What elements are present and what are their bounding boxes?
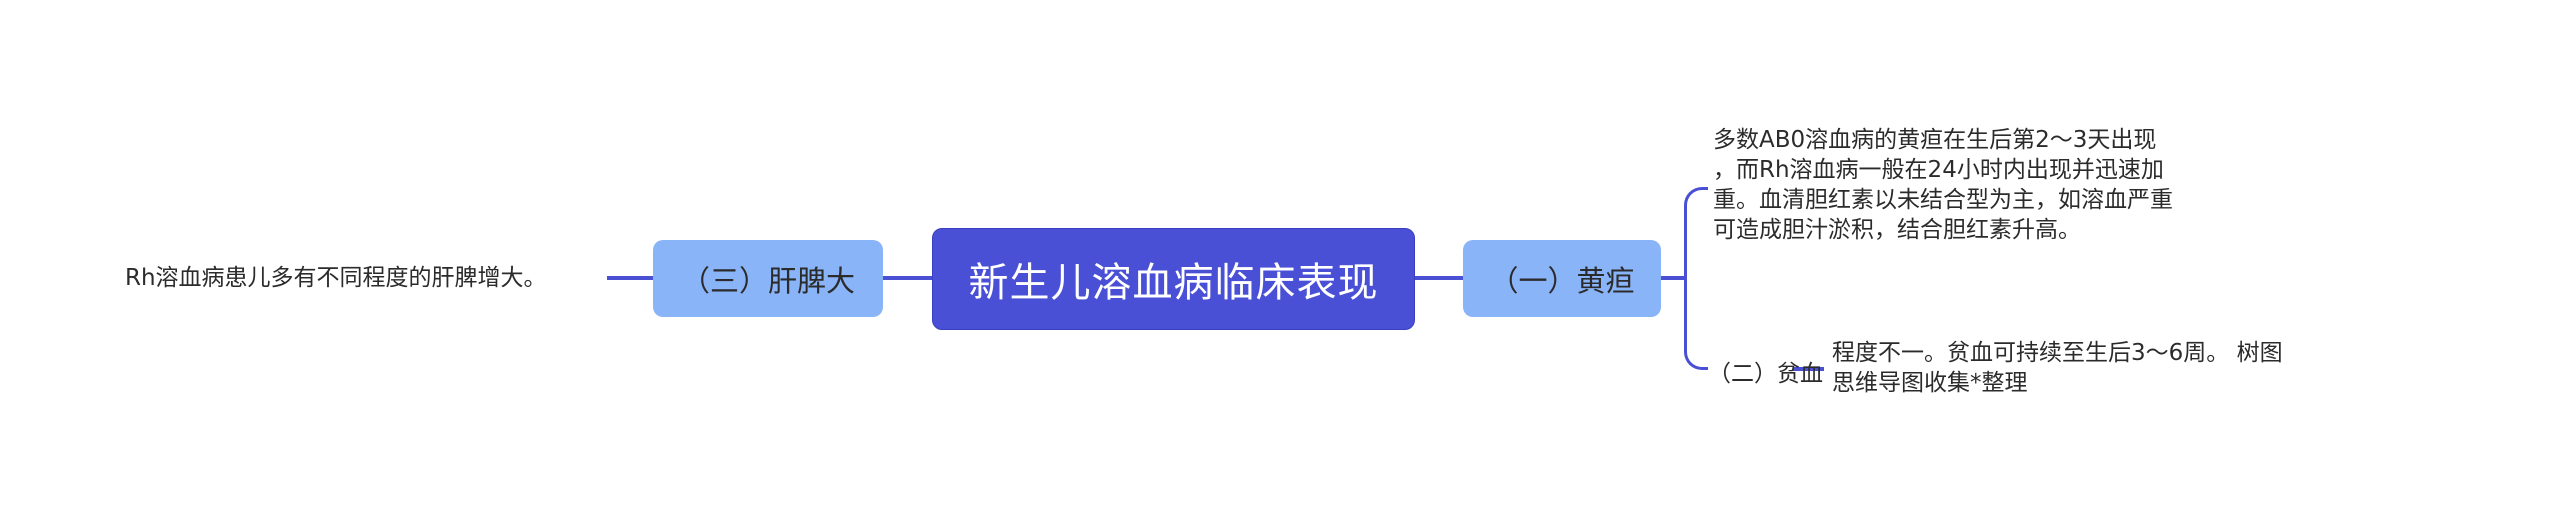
subtopic-label: （二）贫血 [1708,361,1823,387]
leaf-line: 程度不一。贫血可持续至生后3～6周。 树图 [1832,340,2283,366]
leaf-line: 可造成胆汁淤积，结合胆红素升高。 [1713,217,2081,243]
root-topic[interactable]: 新生儿溶血病临床表现 [932,228,1415,330]
connector-anemia-leaf [1793,367,1824,371]
subtopic-anemia[interactable]: （二）贫血 [1708,354,1823,388]
connector-root-right [1415,276,1463,280]
leaf-line: ，而Rh溶血病一般在24小时内出现并迅速加 [1713,157,2164,183]
leaf-hepatosplenomegaly[interactable]: Rh溶血病患儿多有不同程度的肝脾增大。 [125,263,547,293]
leaf-line: 思维导图收集*整理 [1832,370,2028,396]
connector-root-left [883,276,932,280]
leaf-text: Rh溶血病患儿多有不同程度的肝脾增大。 [125,265,547,291]
leaf-jaundice[interactable]: 多数AB0溶血病的黄疸在生后第2～3天出现 ，而Rh溶血病一般在24小时内出现并… [1713,125,2173,245]
subtopic-hepatosplenomegaly[interactable]: （三）肝脾大 [653,240,883,317]
subtopic-label: （三）肝脾大 [680,263,855,298]
branch-bracket [1684,187,1708,370]
subtopic-jaundice[interactable]: （一）黄疸 [1463,240,1661,317]
leaf-line: 重。血清胆红素以未结合型为主，如溶血严重 [1713,187,2173,213]
leaf-anemia[interactable]: 程度不一。贫血可持续至生后3～6周。 树图 思维导图收集*整理 [1832,338,2283,398]
leaf-line: 多数AB0溶血病的黄疸在生后第2～3天出现 [1713,127,2157,153]
connector-right-bracket [1661,276,1685,280]
root-topic-label: 新生儿溶血病临床表现 [968,260,1379,306]
connector-left-leaf [607,276,653,280]
subtopic-label: （一）黄疸 [1489,263,1635,298]
